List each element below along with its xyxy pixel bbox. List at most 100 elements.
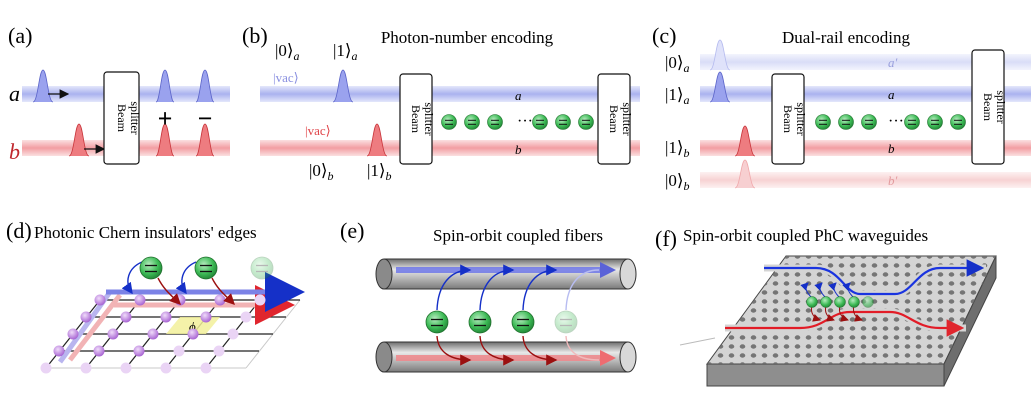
panel-d: (d) Photonic Chern insulators' edges ϕ bbox=[6, 218, 305, 374]
panel-b: (b) Photon-number encoding |0⟩a |1⟩a |va… bbox=[242, 23, 640, 183]
atom-d-2 bbox=[194, 256, 218, 280]
phc-slab-side bbox=[943, 255, 997, 387]
atom-b-5 bbox=[555, 114, 571, 130]
waveguide-top-mode bbox=[764, 259, 985, 296]
rail-label-a-c: a bbox=[888, 87, 895, 102]
dots-b: ··· bbox=[517, 113, 533, 130]
plus-sign: + bbox=[158, 104, 173, 133]
rail-label-bprime: b′ bbox=[888, 173, 898, 188]
beam-splitter-c2 bbox=[971, 49, 1005, 165]
ket0-a-c: |0⟩a bbox=[665, 53, 690, 75]
rail-label-aprime: a′ bbox=[888, 55, 898, 70]
edge-red-left bbox=[68, 293, 122, 362]
beam-splitter-c2-label1: Beam bbox=[981, 93, 995, 122]
vac-a: |vac⟩ bbox=[273, 70, 299, 85]
pulse-a-out1 bbox=[155, 69, 175, 103]
beam-splitter-b2-label1: Beam bbox=[607, 105, 621, 134]
dots-c: ··· bbox=[888, 113, 904, 130]
panel-a-tag: (a) bbox=[8, 23, 32, 48]
panel-d-tag: (d) bbox=[6, 218, 32, 243]
panel-e: (e) Spin-orbit coupled fibers bbox=[340, 218, 637, 373]
panel-e-tag: (e) bbox=[340, 218, 364, 243]
atom-d-3 bbox=[250, 256, 274, 280]
rail-label-b-b: b bbox=[515, 142, 522, 157]
ket0-b-b: |0⟩b bbox=[309, 161, 334, 183]
beam-splitter-a bbox=[103, 71, 140, 165]
pulse-c-aprime bbox=[709, 39, 731, 71]
minus-sign: − bbox=[198, 104, 213, 133]
atom-b-6 bbox=[578, 114, 594, 130]
beam-splitter-c2-label2: splitter bbox=[994, 90, 1008, 123]
atom-b-2 bbox=[464, 114, 480, 130]
ket1-b-c: |1⟩b bbox=[665, 138, 690, 160]
beam-splitter-c1-label2: splitter bbox=[794, 102, 808, 135]
panel-c-title: Dual-rail encoding bbox=[782, 28, 910, 47]
atom-e-3 bbox=[511, 310, 535, 334]
pulse-c-b bbox=[734, 125, 756, 157]
atom-e-2 bbox=[468, 310, 492, 334]
pulse-b-panel-a bbox=[332, 69, 354, 103]
atom-c-1 bbox=[815, 114, 831, 130]
panel-a: (a) a b Beam splitter + − bbox=[8, 23, 230, 165]
phc-slab-front bbox=[706, 363, 945, 387]
atom-d-1 bbox=[139, 256, 163, 280]
lattice-nodes bbox=[40, 294, 266, 374]
rail-label-b-c: b bbox=[888, 141, 895, 156]
rail-a-b bbox=[260, 86, 640, 102]
beam-splitter-a-label2: splitter bbox=[128, 101, 142, 134]
ket0-a-b: |0⟩a bbox=[275, 41, 300, 63]
beam-splitter-c1 bbox=[771, 73, 805, 165]
rail-b-b bbox=[260, 140, 640, 156]
beam-splitter-b1-label2: splitter bbox=[422, 102, 436, 135]
rail-a-prime bbox=[700, 54, 1031, 70]
atom-c-4 bbox=[904, 114, 920, 130]
panel-e-title: Spin-orbit coupled fibers bbox=[433, 226, 603, 245]
atom-e-4 bbox=[554, 310, 578, 334]
beam-splitter-a-label1: Beam bbox=[115, 104, 129, 133]
atom-b-4 bbox=[532, 114, 548, 130]
rail-label-a-b: a bbox=[515, 88, 522, 103]
atom-c-5 bbox=[927, 114, 943, 130]
pulse-b-panel-b bbox=[366, 123, 388, 157]
atom-c-6 bbox=[950, 114, 966, 130]
atom-b-1 bbox=[441, 114, 457, 130]
panel-f: (f) Spin-orbit coupled PhC waveguides bbox=[655, 226, 997, 387]
beam-splitter-b2 bbox=[597, 73, 631, 165]
atom-c-2 bbox=[838, 114, 854, 130]
panel-f-title: Spin-orbit coupled PhC waveguides bbox=[683, 226, 928, 245]
pulse-b-out1 bbox=[155, 123, 175, 157]
panel-c-tag: (c) bbox=[652, 23, 676, 48]
phi-label: ϕ bbox=[189, 319, 196, 334]
coupling-arrows-e bbox=[436, 264, 600, 366]
pulse-a-out2 bbox=[195, 69, 215, 103]
beam-splitter-b1 bbox=[399, 73, 433, 165]
atom-b-3 bbox=[487, 114, 503, 130]
beam-splitter-c1-label1: Beam bbox=[781, 105, 795, 134]
leader-line bbox=[679, 337, 716, 346]
panel-b-tag: (b) bbox=[242, 23, 268, 48]
ket0-b-c: |0⟩b bbox=[665, 171, 690, 193]
rail-b-prime bbox=[700, 172, 1031, 188]
rail-b-label: b bbox=[9, 139, 20, 164]
rail-a-label: a bbox=[9, 81, 20, 106]
coupling-arrows-d bbox=[121, 261, 235, 305]
panel-d-title: Photonic Chern insulators' edges bbox=[34, 223, 257, 242]
beam-splitter-b2-label2: splitter bbox=[620, 102, 634, 135]
panel-b-title: Photon-number encoding bbox=[381, 28, 554, 47]
panel-f-tag: (f) bbox=[655, 226, 677, 251]
ket1-a-c: |1⟩a bbox=[665, 85, 690, 107]
atom-c-3 bbox=[861, 114, 877, 130]
pulse-b-out2 bbox=[195, 123, 215, 157]
ket1-b-b: |1⟩b bbox=[367, 161, 392, 183]
ket1-a-b: |1⟩a bbox=[333, 41, 358, 63]
beam-splitter-b1-label1: Beam bbox=[409, 105, 423, 134]
pulse-c-a bbox=[709, 71, 731, 103]
atoms-f bbox=[806, 296, 874, 308]
pulse-c-bprime bbox=[734, 159, 756, 189]
panel-c: (c) Dual-rail encoding |0⟩a |1⟩a |1⟩b |0… bbox=[652, 23, 1031, 193]
vac-b: |vac⟩ bbox=[305, 123, 331, 138]
atom-e-1 bbox=[425, 310, 449, 334]
fiber-top bbox=[384, 259, 628, 289]
